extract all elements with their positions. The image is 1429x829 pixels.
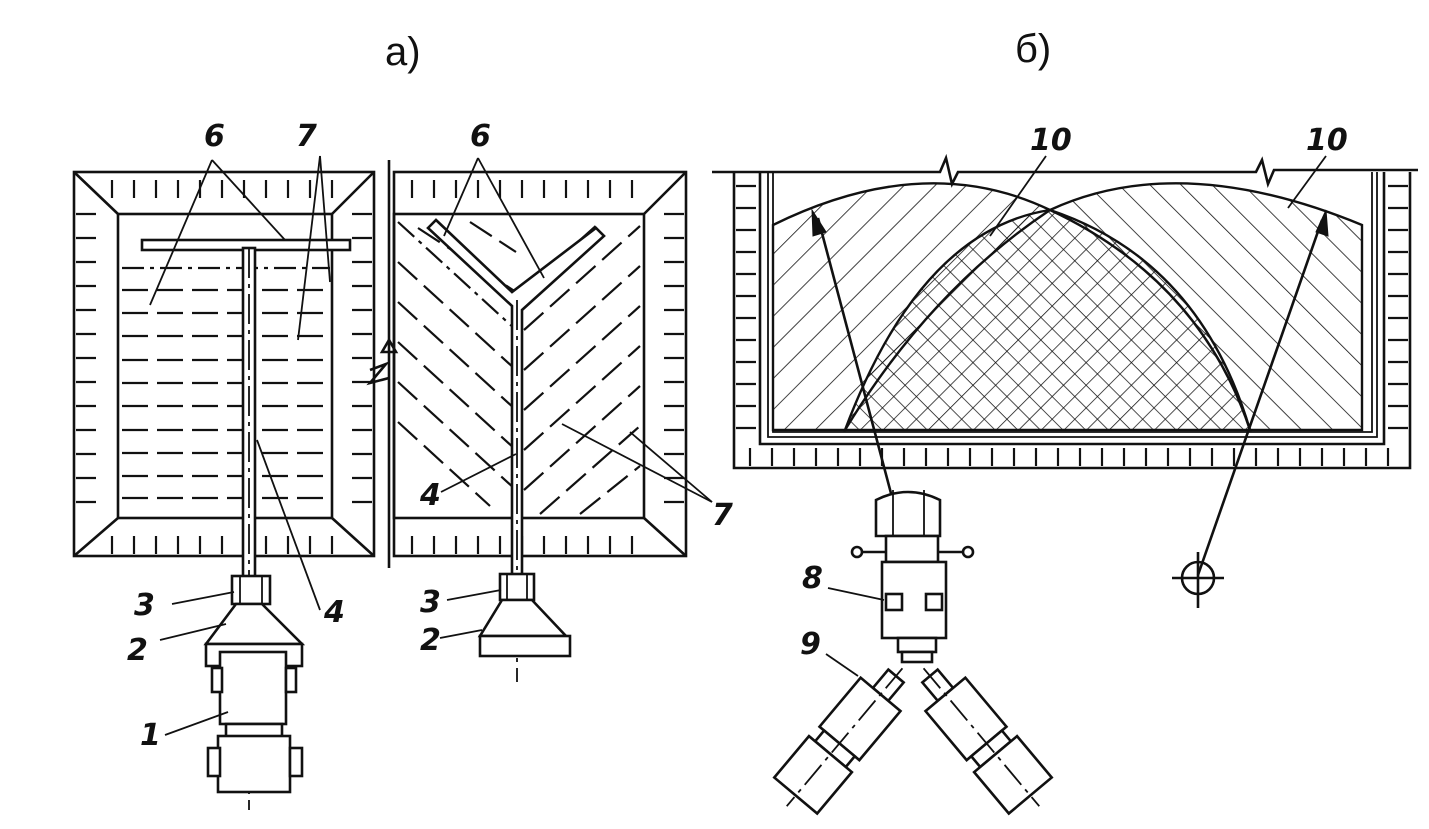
label-7: 7 [712,498,733,533]
label-10-right: 10 [1306,123,1348,158]
panel-a-right-furnace: 6 4 7 3 2 [392,119,733,682]
tubes-9 [772,667,1054,816]
burner-y [426,218,606,580]
furnace-inner-wall [116,212,334,520]
label-9: 9 [800,627,821,662]
caption-b: б) [1015,27,1051,71]
brick-ticks [736,184,1408,466]
label-2: 2 [420,623,441,658]
motor-1 [218,650,288,726]
label-6: 6 [470,119,491,154]
label-6: 6 [204,119,225,154]
fuel-stripes-diagonal [397,221,641,515]
panel-a-left-furnace: 6 7 4 3 2 1 [72,119,376,810]
label-1: 1 [140,718,161,753]
cone-2 [203,602,306,646]
brick-ticks [76,180,372,554]
region-crosshatch [843,208,1252,432]
label-2: 2 [127,633,148,668]
panel-b-furnace-section: 8 9 10 10 [712,123,1418,816]
label-10-left: 10 [1030,123,1072,158]
nut-3 [230,574,272,606]
brick-ticks [410,180,684,554]
label-4: 4 [323,595,345,630]
burner-8 [850,490,975,664]
label-7: 7 [296,119,317,154]
break-line [366,160,399,568]
label-8: 8 [802,561,823,596]
label-3: 3 [420,585,441,620]
caption-a: а) [385,30,421,74]
label-4: 4 [419,478,441,513]
label-3: 3 [134,588,155,623]
arrow-right [1196,219,1324,576]
fuel-stripes [122,266,330,500]
